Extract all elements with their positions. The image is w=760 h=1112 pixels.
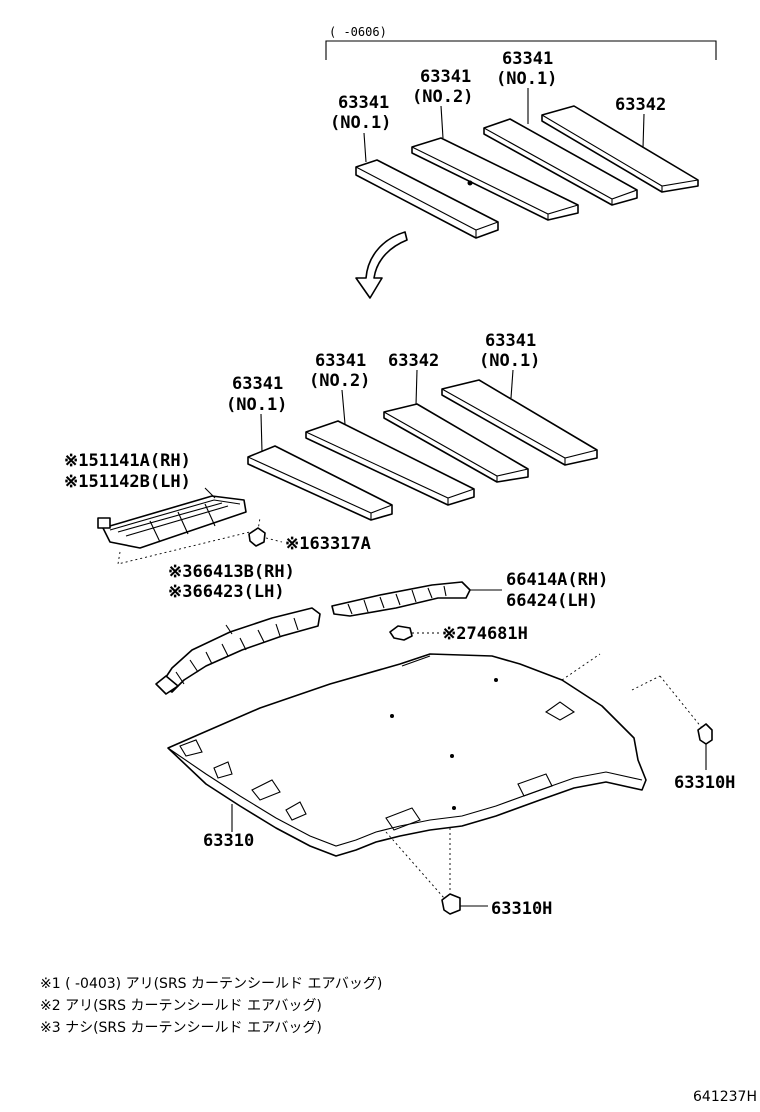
mid-label-2-num: 63341: [315, 351, 366, 371]
clip-63317a: [248, 527, 283, 547]
note-3: ※3 ナシ(SRS カーテンシールド エアバッグ): [40, 1020, 322, 1036]
headliner-label: 63310: [203, 831, 254, 851]
mid-label-3-num: 63342: [388, 351, 439, 371]
rail-right-rh-label: 66414A(RH): [506, 570, 608, 590]
clip-63310h-bottom: [385, 828, 488, 915]
top-label-2-num: 63341: [420, 67, 471, 87]
top-label-3-num: 63341: [502, 49, 553, 69]
rail-left-lh-label: ※366423(LH): [168, 582, 285, 602]
bracket-label: ( -0606): [329, 25, 387, 39]
clip-63317a-label: ※163317A: [285, 534, 371, 554]
left-rail: [155, 607, 321, 695]
top-label-1-sub: (NO.1): [330, 113, 391, 133]
top-label-4-num: 63342: [615, 95, 666, 115]
clip-74681h-label: ※274681H: [442, 624, 528, 644]
top-label-2-sub: (NO.2): [412, 87, 473, 107]
mid-label-4-num: 63341: [485, 331, 536, 351]
mid-pad-4: [441, 379, 598, 466]
top-pad-3: [483, 118, 638, 206]
top-pad-group: [355, 88, 699, 239]
clip-right-label: 63310H: [674, 773, 735, 793]
mid-pad-1: [247, 445, 393, 521]
clip-bottom-label: 63310H: [491, 899, 552, 919]
top-pad-2: [411, 137, 579, 221]
visor-assembly: [97, 487, 261, 565]
top-pad-4: [541, 105, 699, 193]
mid-label-2-sub: (NO.2): [309, 371, 370, 391]
mid-label-1-num: 63341: [232, 374, 283, 394]
mid-label-4-sub: (NO.1): [479, 351, 540, 371]
top-bracket: ( -0606): [325, 25, 717, 60]
rail-left-rh-label: ※366413B(RH): [168, 562, 295, 582]
right-rail: [331, 581, 502, 617]
note-1: ※1 ( -0403) アリ(SRS カーテンシールド エアバッグ): [40, 976, 382, 992]
curved-arrow: [355, 231, 408, 299]
rail-right-lh-label: 66424(LH): [506, 591, 598, 611]
top-label-1-num: 63341: [338, 93, 389, 113]
mid-label-1-sub: (NO.1): [226, 395, 287, 415]
top-pad-1: [355, 159, 499, 239]
clip-74681h: [389, 625, 440, 641]
visor-lh-label: ※151142B(LH): [64, 472, 191, 492]
headliner: [167, 653, 703, 857]
visor-rh-label: ※151141A(RH): [64, 451, 191, 471]
note-2: ※2 アリ(SRS カーテンシールド エアバッグ): [40, 998, 322, 1014]
mid-pad-group: [247, 369, 598, 521]
top-label-3-sub: (NO.1): [496, 69, 557, 89]
mid-pad-3: [383, 403, 529, 483]
diagram-code: 641237H: [693, 1089, 757, 1105]
clip-63310h-right: [697, 723, 713, 770]
mid-pad-2: [305, 420, 475, 506]
